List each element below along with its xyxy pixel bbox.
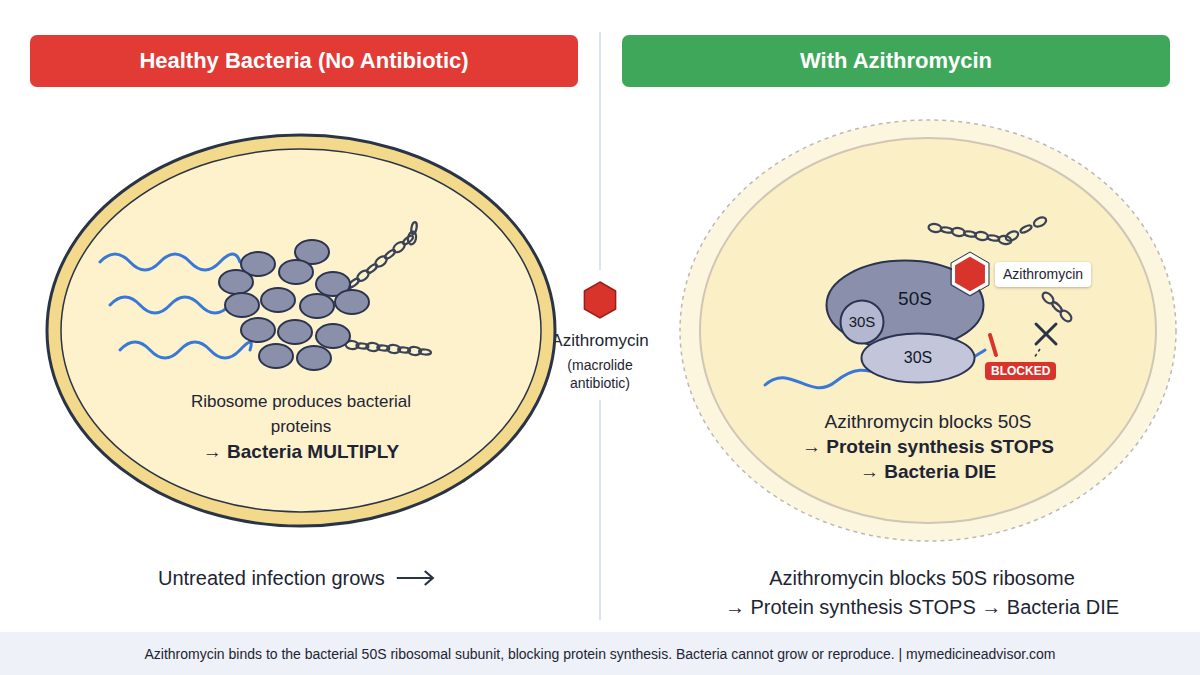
illustration-ellipse [295,240,329,264]
subunit-50s-text: 50S [898,288,932,311]
caption-band [0,632,1200,675]
treated-cell-text: → Protein synthesis STOPS [802,434,1054,459]
illustration-line [1036,324,1056,344]
illustration-ellipse [241,318,275,342]
divider-line [599,400,601,620]
illustration-ellipse [1051,301,1063,313]
illustration-ellipse [975,231,989,241]
illustration-ellipse [355,269,370,283]
illustration-path [110,297,241,313]
illustration-ellipse [398,347,410,353]
drug-hexagon [584,282,615,318]
illustration-ellipse [261,288,295,312]
illustration-ellipse [279,260,313,284]
illustration-ellipse [384,249,397,260]
illustration-ellipse [356,343,368,349]
illustration-ellipse [219,270,253,294]
illustration-ellipse [300,294,334,318]
illustration-ellipse [419,349,431,355]
illustration-ellipse [348,277,361,288]
illustration-ellipse [951,227,965,237]
illustration-line [397,577,433,579]
divider-line [599,32,601,270]
illustration-ellipse [241,252,275,276]
treated-cell: Azithromycin blocks 50S→ Protein synthes… [678,118,1178,543]
illustration-ellipse [928,223,942,233]
illustration-ellipse [316,324,350,348]
illustration-ellipse [366,263,379,274]
illustration-ellipse [47,135,555,526]
illustration-polygon [951,252,989,296]
illustration-ellipse [410,222,417,235]
summary-line: → Protein synthesis STOPS → Bacteria DIE [652,594,1192,620]
illustration-path [100,254,240,270]
subunit-30s: 30S [860,332,976,384]
subunit-30s-text: 30S [904,348,932,367]
illustration-ellipse [700,138,1156,523]
grow-arrow [397,571,433,585]
illustration-ellipse [337,283,352,297]
protein-chains [337,222,431,356]
header-bar-text: Healthy Bacteria (No Antibiotic) [139,48,468,74]
illustration-ellipse [987,235,1000,242]
blocked-tag: BLOCKED [985,362,1056,380]
illustration-ellipse [225,293,259,317]
subunit-30s-text: 30S [849,313,876,331]
illustration-ellipse [297,346,331,370]
subunit-30s: 30S [839,299,885,345]
ribosome-cluster [219,240,369,370]
illustration-line [1036,324,1056,344]
illustration-ellipse [259,344,293,368]
illustration-ellipse [862,334,975,383]
illustration-ellipse [377,345,389,351]
illustration-ellipse [316,272,350,296]
illustration-ellipse [345,340,359,349]
illustration-ellipse [335,290,369,314]
header-bar-text: With Azithromycin [800,48,992,74]
bacterial-cell-text: Ribosome produces bacterial proteins [171,389,431,439]
illustration-ellipse [387,344,401,353]
illustration-ellipse [998,235,1012,245]
mrna-waves [100,254,251,358]
dashed-leader [1034,349,1040,358]
drug-class: (macrolide antibiotic) [540,356,660,392]
drug-name: Azithromycin [540,330,660,352]
stop-cross [1036,324,1056,344]
bacterial-cell-text: → Bacteria MULTIPLY [203,439,399,464]
illustration-ellipse [278,320,312,344]
illustration-ellipse [408,346,422,355]
summary-line: Azithromycin blocks 50S ribosome [652,565,1192,591]
illustration-ellipse [366,342,380,351]
illustration-polygon [954,255,987,293]
illustration-ellipse [841,301,884,344]
drug-tag: Azithromycin [995,262,1091,287]
illustration-ellipse [407,231,417,245]
bacterial-cell-outline [45,133,557,528]
block-mark [990,335,996,355]
header-bar: Healthy Bacteria (No Antibiotic) [30,35,578,87]
illustration-ellipse [1041,291,1056,306]
illustration-path [120,342,251,358]
caption-text: Azithromycin binds to the bacterial 50S … [10,645,1190,663]
illustration-ellipse [402,234,415,245]
illustration-polyline [425,571,433,585]
illustration-ellipse [61,149,541,512]
bacterial-cell: Ribosome produces bacterial proteins→ Ba… [45,133,557,528]
illustration-ellipse [1004,230,1019,243]
treated-cell-text: → Bacteria DIE [860,459,996,484]
illustration-ellipse [1059,309,1074,324]
blocked-tag-text: BLOCKED [991,364,1050,378]
illustration-ellipse [964,231,977,238]
illustration-ellipse [391,240,406,254]
illustration-ellipse [1020,224,1033,234]
illustration-ellipse [940,227,953,234]
header-bar: With Azithromycin [622,35,1170,87]
treated-cell-text: Azithromycin blocks 50S [825,409,1032,434]
outcome-note: Untreated infection grows [158,566,385,590]
illustration-ellipse [373,254,388,268]
drug-tag-text: Azithromycin [1003,266,1083,283]
illustration-ellipse [1032,216,1047,229]
illustration-ellipse [680,120,1176,541]
